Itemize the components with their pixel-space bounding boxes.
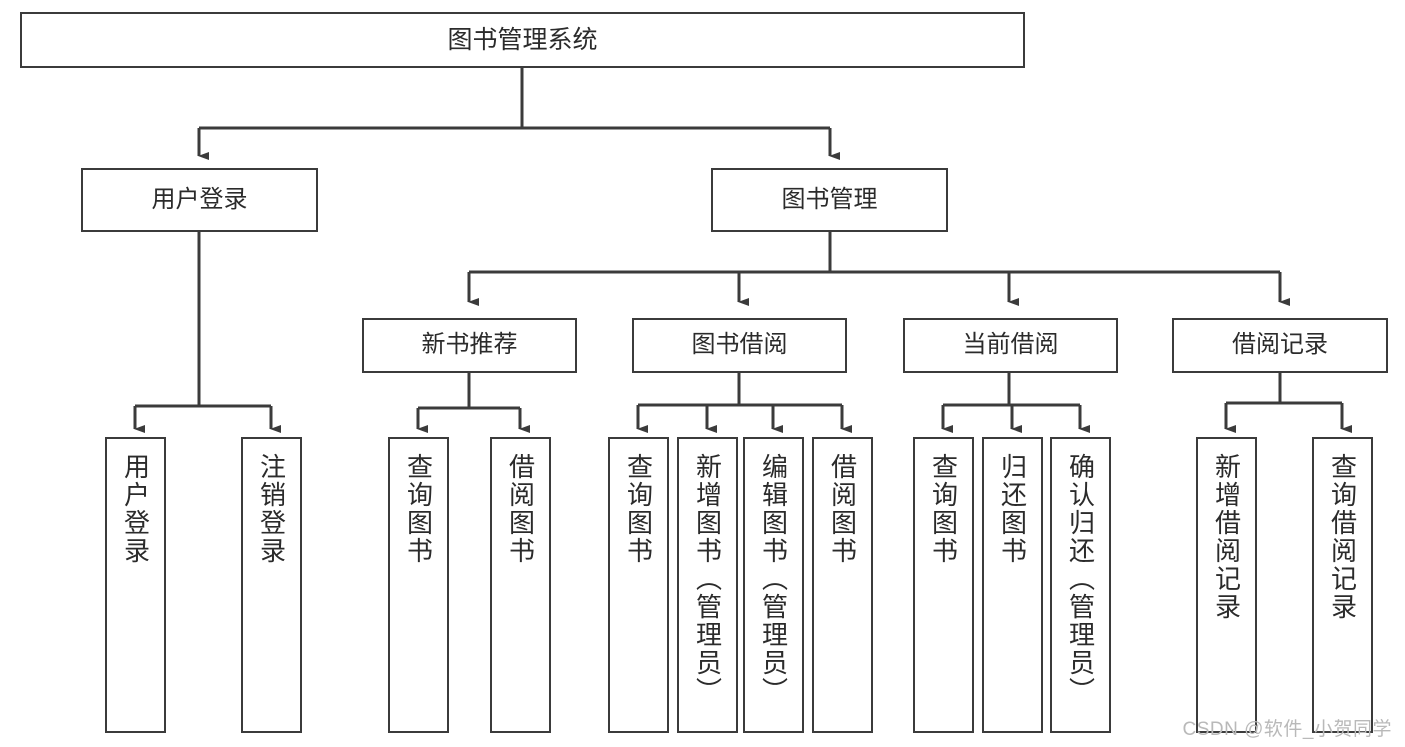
connector-borrowrecord-to-leaves bbox=[1224, 373, 1352, 433]
leaf-return-book[interactable]: 归还图书 bbox=[982, 437, 1043, 733]
connector-currentborrow-to-leaves bbox=[941, 373, 1090, 433]
leaf-query-borrow-record[interactable]: 查询借阅记录 bbox=[1312, 437, 1373, 733]
node-label: 新增借阅记录 bbox=[1211, 453, 1242, 621]
connector-userlogin-to-leaves bbox=[133, 232, 281, 433]
leaf-query-book-borrow[interactable]: 查询图书 bbox=[608, 437, 669, 733]
node-label: 借阅图书 bbox=[505, 453, 536, 565]
node-label: 查询借阅记录 bbox=[1327, 453, 1358, 621]
node-borrow-record[interactable]: 借阅记录 bbox=[1172, 318, 1388, 373]
node-book-manage[interactable]: 图书管理 bbox=[711, 168, 948, 232]
node-label: 用户登录 bbox=[151, 185, 248, 213]
node-label: 图书管理系统 bbox=[447, 26, 598, 54]
leaf-add-book[interactable]: 新增图书（管理员） bbox=[677, 437, 738, 733]
node-label: 新增图书（管理员） bbox=[692, 453, 723, 705]
leaf-query-book-recommend[interactable]: 查询图书 bbox=[388, 437, 449, 733]
node-label: 当前借阅 bbox=[962, 331, 1059, 359]
leaf-confirm-return[interactable]: 确认归还（管理员） bbox=[1050, 437, 1111, 733]
connector-newbook-to-leaves bbox=[416, 373, 530, 433]
node-book-borrow[interactable]: 图书借阅 bbox=[632, 318, 847, 373]
node-new-book-recommend[interactable]: 新书推荐 bbox=[362, 318, 577, 373]
node-user-login[interactable]: 用户登录 bbox=[81, 168, 318, 232]
leaf-add-borrow-record[interactable]: 新增借阅记录 bbox=[1196, 437, 1257, 733]
node-label: 查询图书 bbox=[928, 453, 959, 565]
node-label: 查询图书 bbox=[623, 453, 654, 565]
node-label: 新书推荐 bbox=[421, 331, 518, 359]
node-label: 查询图书 bbox=[403, 453, 434, 565]
connector-bookmanage-to-level3 bbox=[467, 232, 1290, 306]
node-label: 编辑图书（管理员） bbox=[758, 453, 789, 705]
leaf-edit-book[interactable]: 编辑图书（管理员） bbox=[743, 437, 804, 733]
node-label: 图书借阅 bbox=[691, 331, 788, 359]
node-label: 注销登录 bbox=[256, 453, 287, 565]
node-label: 用户登录 bbox=[120, 453, 151, 565]
node-label: 借阅记录 bbox=[1232, 331, 1328, 359]
leaf-borrow-book-recommend[interactable]: 借阅图书 bbox=[490, 437, 551, 733]
leaf-borrow-book[interactable]: 借阅图书 bbox=[812, 437, 873, 733]
leaf-user-login[interactable]: 用户登录 bbox=[105, 437, 166, 733]
node-root-system[interactable]: 图书管理系统 bbox=[20, 12, 1025, 68]
connector-bookborrow-to-leaves bbox=[636, 373, 852, 433]
leaf-query-book-current[interactable]: 查询图书 bbox=[913, 437, 974, 733]
node-label: 确认归还（管理员） bbox=[1065, 453, 1096, 705]
node-label: 借阅图书 bbox=[827, 453, 858, 565]
connector-root-to-level2 bbox=[197, 68, 840, 160]
node-label: 图书管理 bbox=[781, 185, 878, 213]
node-current-borrow[interactable]: 当前借阅 bbox=[903, 318, 1118, 373]
leaf-user-logout[interactable]: 注销登录 bbox=[241, 437, 302, 733]
node-label: 归还图书 bbox=[997, 453, 1028, 565]
